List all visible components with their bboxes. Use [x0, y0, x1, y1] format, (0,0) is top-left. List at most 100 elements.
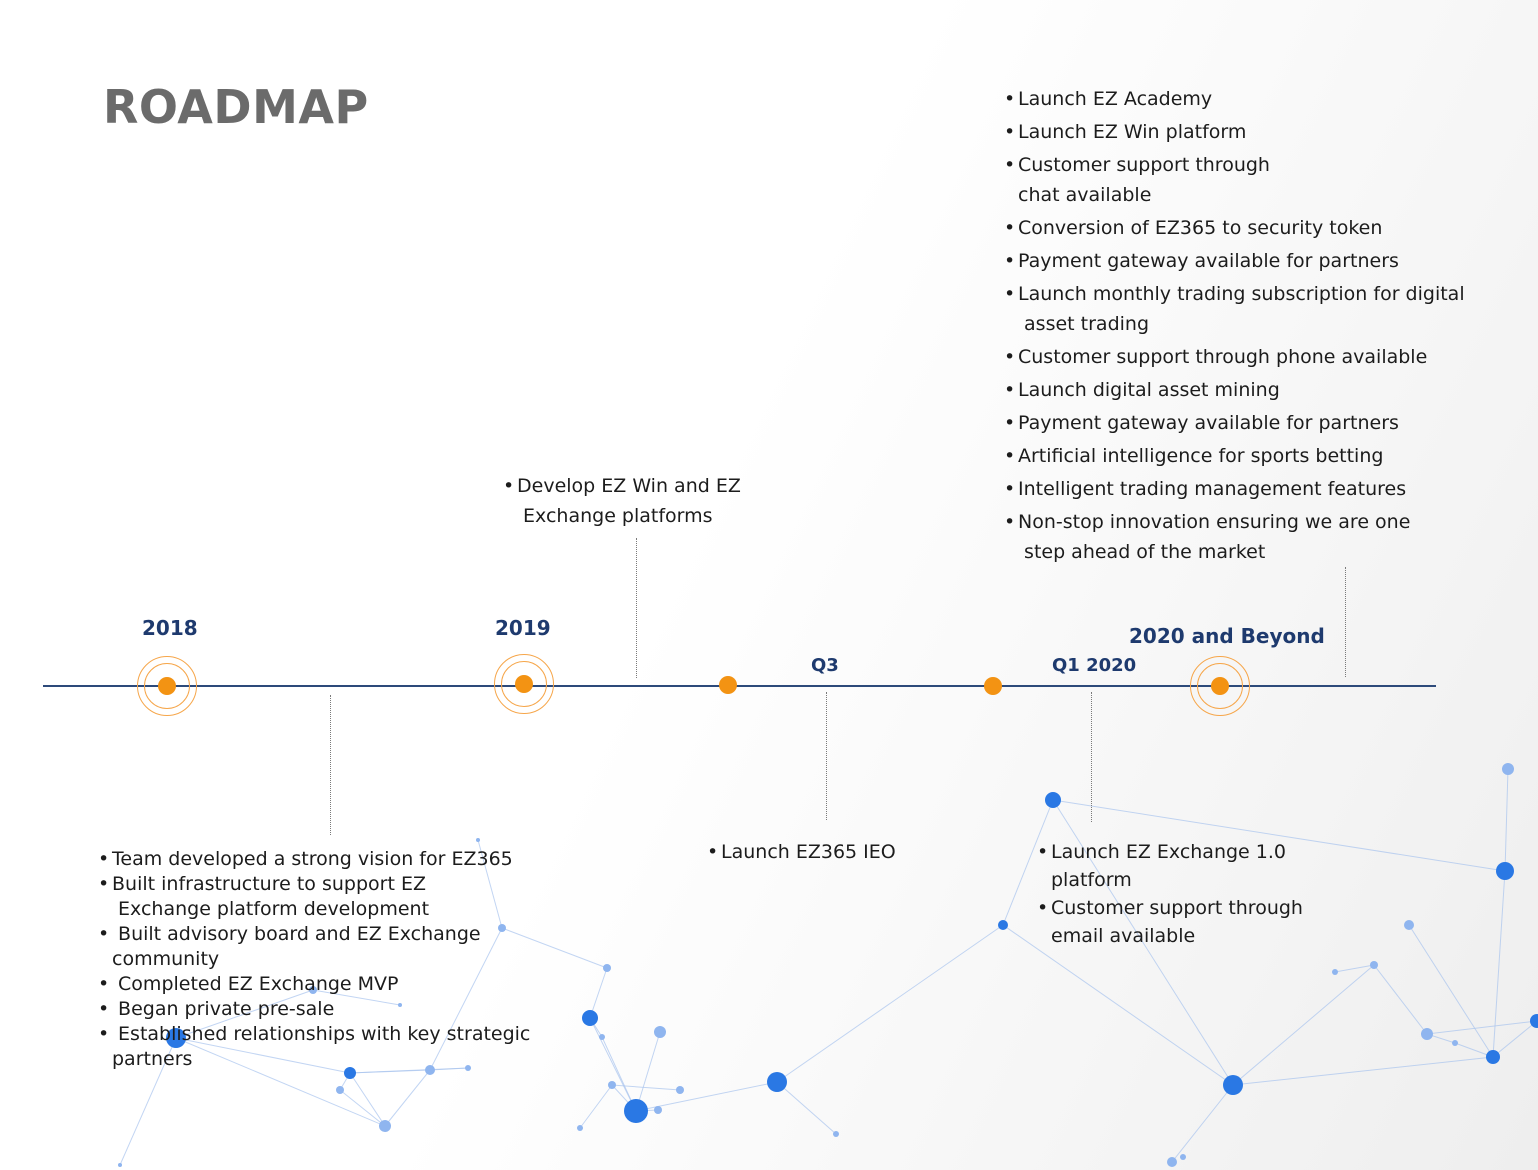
list-item-text: Non-stop innovation ensuring we are one …	[1018, 511, 1411, 563]
year-label-2019: 2019	[495, 616, 551, 640]
network-link	[175, 989, 314, 1039]
list-item-text: Payment gateway available for partners	[1018, 250, 1399, 272]
bullet-icon: •	[98, 1023, 110, 1045]
bullet-icon: •	[1004, 217, 1016, 239]
year-label-2020-beyond: 2020 and Beyond	[1129, 624, 1325, 648]
bullet-icon: •	[1004, 88, 1016, 110]
list-item-y2018: •Team developed a strong vision for EZ36…	[98, 847, 530, 872]
list-item-y2020: •Customer support through phone availabl…	[1004, 342, 1465, 372]
network-link	[1426, 1020, 1538, 1035]
network-node	[767, 1072, 787, 1092]
page-title: ROADMAP	[103, 80, 369, 134]
bullet-icon: •	[98, 848, 110, 870]
network-link	[384, 1069, 431, 1127]
network-link	[349, 1067, 469, 1074]
network-link	[1492, 870, 1506, 1058]
connector-2019	[636, 538, 637, 678]
network-node	[599, 1034, 605, 1040]
bullet-icon: •	[1004, 478, 1016, 500]
network-link	[1232, 964, 1375, 1086]
bullet-icon: •	[1004, 511, 1016, 533]
network-node	[603, 964, 611, 972]
network-node	[344, 1067, 356, 1079]
list-item-text: Customer support through phone available	[1018, 346, 1428, 368]
network-node	[676, 1086, 684, 1094]
list-item-text: Payment gateway available for partners	[1018, 412, 1399, 434]
bullet-icon: •	[1037, 841, 1049, 863]
network-link	[589, 967, 608, 1019]
network-node	[1486, 1050, 1500, 1064]
connector-q1-2020	[1091, 692, 1092, 822]
list-item-text: Launch EZ365 IEO	[721, 841, 896, 863]
network-node	[1404, 920, 1414, 930]
list-item-y2018: • Established relationships with key str…	[98, 1022, 530, 1072]
network-node	[1332, 969, 1338, 975]
list-item-y2020: •Intelligent trading management features	[1004, 474, 1465, 504]
network-node	[1421, 1028, 1433, 1040]
network-link	[339, 1089, 386, 1127]
network-link	[1171, 1084, 1234, 1163]
bullet-icon: •	[1004, 412, 1016, 434]
network-node	[498, 924, 506, 932]
bullet-icon: •	[98, 873, 110, 895]
network-link	[635, 1081, 778, 1112]
network-node	[1180, 1154, 1186, 1160]
list-item-y2018: •Built infrastructure to support EZ Exch…	[98, 872, 530, 922]
network-node	[336, 1086, 344, 1094]
list-item-text: Launch digital asset mining	[1018, 379, 1280, 401]
list-item-y2020: •Launch digital asset mining	[1004, 375, 1465, 405]
bullet-icon: •	[1004, 283, 1016, 305]
list-item-q1-2020: •Customer support through email availabl…	[1037, 894, 1303, 950]
network-node	[998, 920, 1008, 930]
network-node	[654, 1026, 666, 1038]
year-label-2018: 2018	[142, 616, 198, 640]
network-link	[1232, 1056, 1494, 1086]
list-item-text: Launch EZ Win platform	[1018, 121, 1247, 143]
network-link	[429, 927, 503, 1071]
network-node	[1167, 1157, 1177, 1167]
milestone-list-q3: •Launch EZ365 IEO	[707, 838, 896, 866]
network-node	[476, 838, 480, 842]
network-link	[1002, 799, 1054, 926]
network-node	[1370, 961, 1378, 969]
network-link	[1334, 964, 1375, 973]
list-item-y2020: •Artificial intelligence for sports bett…	[1004, 441, 1465, 471]
milestone-list-2019: •Develop EZ Win and EZ Exchange platform…	[503, 471, 741, 531]
network-node	[654, 1106, 662, 1114]
network-link	[501, 927, 608, 969]
bullet-icon: •	[98, 923, 110, 945]
bullet-icon: •	[1004, 121, 1016, 143]
list-item-y2020: •Payment gateway available for partners	[1004, 408, 1465, 438]
network-link	[477, 839, 503, 929]
milestone-dot-q3	[719, 676, 737, 694]
network-link	[119, 1037, 177, 1166]
network-link	[635, 1031, 661, 1112]
bullet-icon: •	[1004, 379, 1016, 401]
network-node	[1223, 1075, 1243, 1095]
list-item-text: Launch EZ Exchange 1.0 platform	[1051, 841, 1286, 891]
milestone-list-2020-beyond: •Launch EZ Academy•Launch EZ Win platfor…	[1004, 84, 1465, 570]
connector-2018	[330, 695, 331, 835]
network-link	[1002, 924, 1234, 1086]
network-link	[175, 1037, 351, 1074]
list-item-q3: •Launch EZ365 IEO	[707, 838, 896, 866]
network-node	[379, 1120, 391, 1132]
connector-q3	[826, 692, 827, 820]
list-item-text: Artificial intelligence for sports betti…	[1018, 445, 1384, 467]
list-item-text: Established relationships with key strat…	[112, 1023, 531, 1070]
list-item-text: Customer support through chat available	[1018, 154, 1270, 206]
network-link	[611, 1084, 681, 1091]
network-link	[579, 1084, 613, 1129]
list-item-y2018: • Built advisory board and EZ Exchange c…	[98, 922, 530, 972]
bullet-icon: •	[1004, 346, 1016, 368]
network-node	[1496, 862, 1514, 880]
network-link	[589, 1017, 637, 1112]
list-item-text: Intelligent trading management features	[1018, 478, 1407, 500]
milestone-list-q1-2020: •Launch EZ Exchange 1.0 platform•Custome…	[1037, 838, 1303, 950]
network-node	[465, 1065, 471, 1071]
network-link	[776, 924, 1004, 1083]
list-item-y2020: •Launch EZ Win platform	[1004, 117, 1465, 147]
list-item-y2019: •Develop EZ Win and EZ Exchange platform…	[503, 471, 741, 531]
network-link	[1492, 1020, 1538, 1058]
network-node	[1530, 1014, 1538, 1028]
